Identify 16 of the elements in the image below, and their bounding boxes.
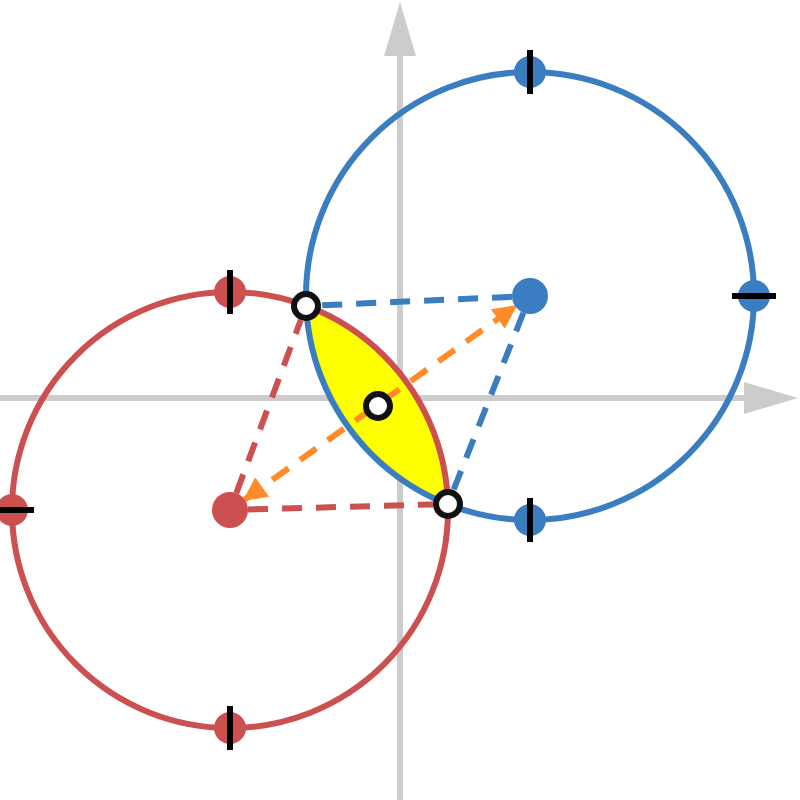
circle-point: [732, 280, 776, 312]
center-point: [512, 278, 548, 314]
circle-point: [0, 494, 34, 526]
center-point: [212, 492, 248, 528]
connector-line: [320, 293, 513, 309]
circle-point: [514, 498, 546, 542]
connector-line: [247, 501, 434, 513]
circle-point: [214, 706, 246, 750]
intersection-point: [291, 291, 321, 321]
circle-point: [214, 270, 246, 314]
midpoint: [363, 391, 393, 421]
circle-point: [514, 50, 546, 94]
connector-line: [242, 304, 518, 502]
connector-line: [450, 311, 527, 492]
connector-line: [233, 319, 304, 495]
intersection-point: [433, 489, 463, 519]
